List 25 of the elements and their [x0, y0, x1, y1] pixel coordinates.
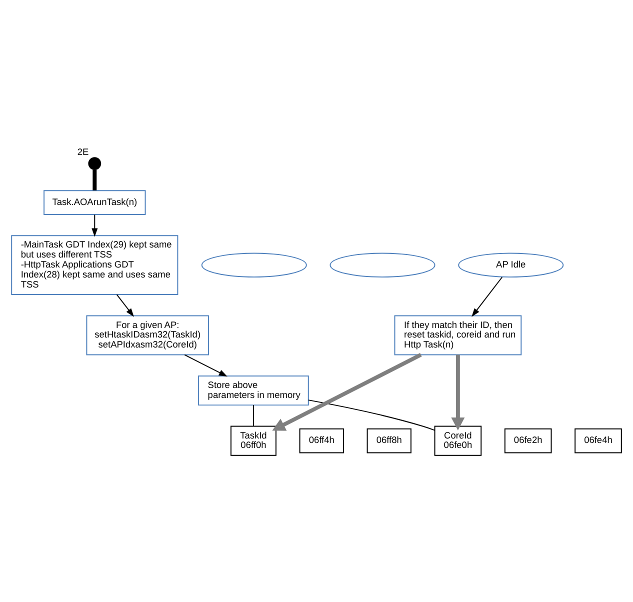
- node-box: CoreId 06fe0h: [434, 425, 482, 456]
- node-label: 2E: [77, 146, 89, 157]
- node-box: TaskId 06ff0h: [230, 425, 276, 456]
- node-ellipse: [330, 252, 436, 278]
- node-box: 06fe2h: [504, 428, 552, 453]
- connector: [92, 169, 97, 190]
- node-box: Task.AOArunTask(n): [44, 190, 146, 214]
- arrow: [472, 276, 503, 316]
- node-circle: [88, 156, 102, 170]
- node-box: Store above parameters in memory: [198, 374, 309, 406]
- node-ellipse: [201, 252, 307, 278]
- node-box: 06ff4h: [299, 428, 344, 453]
- node-box: If they match their ID, then reset taskid, coreid and run Http Task(n): [394, 314, 522, 355]
- arrow: [451, 354, 465, 430]
- node-box: -MainTask GDT Index(29) kept same but uses different TSS -HttpTask Applications GDT Index(28) kept same and uses same TSS: [11, 234, 178, 295]
- node-box: 06ff8h: [366, 428, 412, 453]
- node-ellipse: AP Idle: [458, 252, 564, 278]
- arrow: [272, 352, 422, 430]
- arrow: [184, 354, 228, 376]
- node-box: 06fe4h: [574, 428, 622, 453]
- arrow: [116, 294, 134, 316]
- arrow: [92, 214, 98, 236]
- connector: [308, 399, 436, 430]
- connector: [252, 404, 254, 426]
- node-box: For a given AP: setHtaskIDasm32(TaskId) setAPIdxasm32(CoreId): [86, 314, 209, 355]
